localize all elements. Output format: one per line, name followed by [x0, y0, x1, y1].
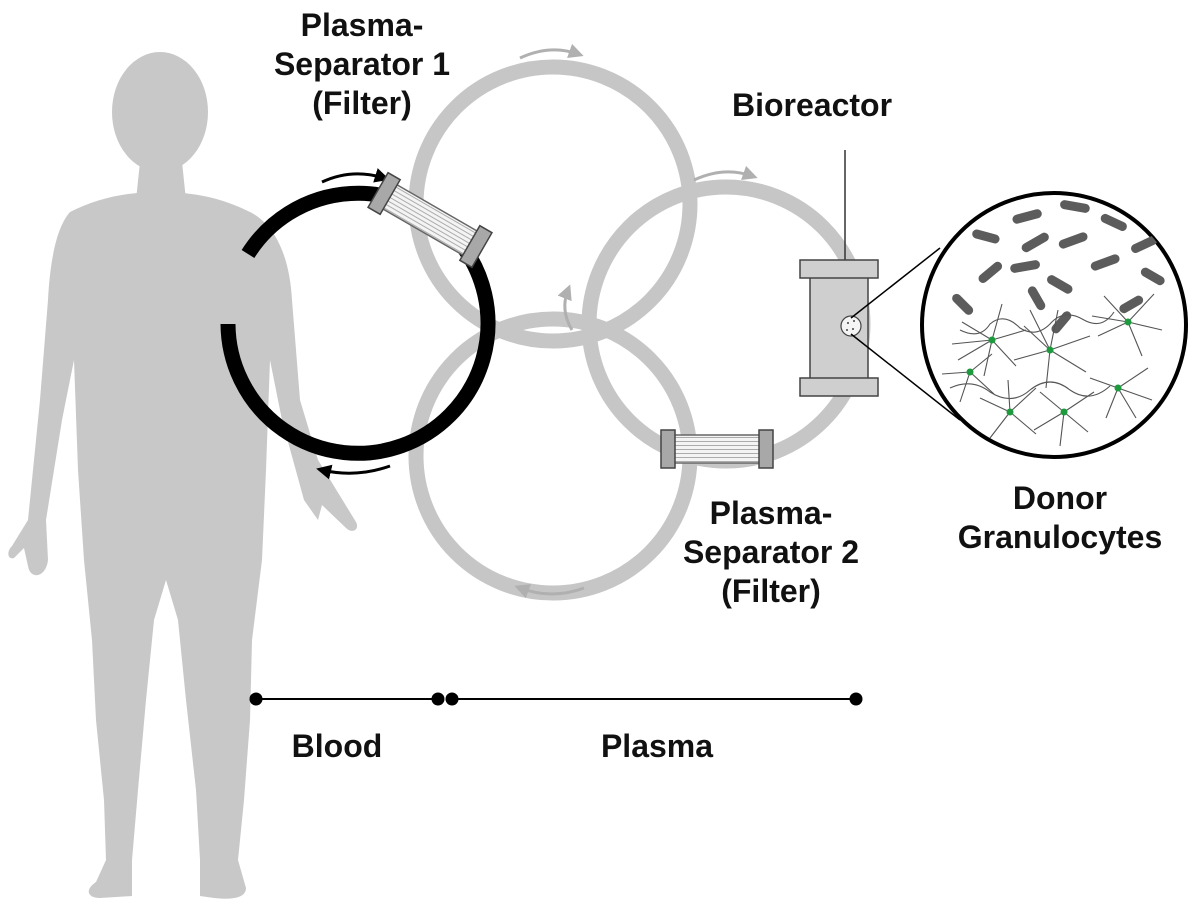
granulocyte-nuclei: [966, 318, 1132, 416]
curved-arrow-icon: [693, 165, 758, 182]
zoom-line: [850, 247, 941, 319]
filter-cartridge-icon: [367, 171, 493, 269]
curved-arrow-icon: [519, 43, 584, 60]
plasma-loop-lower: [408, 311, 698, 601]
separator-2-label: Plasma- Separator 2 (Filter): [665, 494, 877, 611]
granulocyte-group: [941, 293, 1163, 447]
separator-2-label-line: (Filter): [721, 573, 821, 609]
separator-1-label-line: Plasma-: [300, 7, 424, 43]
curved-arrow-icon: [557, 284, 574, 331]
blood-plasma-scale: [249, 692, 863, 706]
donor-granulocytes-label: Donor Granulocytes: [940, 479, 1180, 557]
donor-granulocytes-label-line: Donor: [1012, 480, 1108, 516]
human-silhouette-icon: [8, 52, 358, 899]
bioreactor-icon: [799, 150, 879, 397]
separator-1-label-line: Separator 1: [273, 46, 451, 82]
filter-cartridge-icon: [660, 429, 774, 469]
separator-2-label-line: Plasma-: [709, 495, 833, 531]
magnified-view-icon: [920, 191, 1188, 459]
bacteria-group: [952, 200, 1165, 334]
bioreactor-label: Bioreactor: [731, 87, 893, 123]
plasma-label: Plasma: [600, 728, 714, 764]
donor-granulocytes-label-line: Granulocytes: [957, 519, 1163, 555]
separator-1-label: Plasma- Separator 1 (Filter): [262, 6, 462, 123]
blood-label: Blood: [291, 728, 383, 764]
curved-arrow-icon: [316, 464, 391, 480]
curved-arrow-icon: [321, 168, 390, 184]
blood-circuit-loop: [220, 185, 496, 461]
zoom-line: [850, 333, 961, 421]
curved-arrow-icon: [514, 584, 585, 599]
separator-2-label-line: Separator 2: [682, 534, 860, 570]
separator-1-label-line: (Filter): [312, 85, 412, 121]
